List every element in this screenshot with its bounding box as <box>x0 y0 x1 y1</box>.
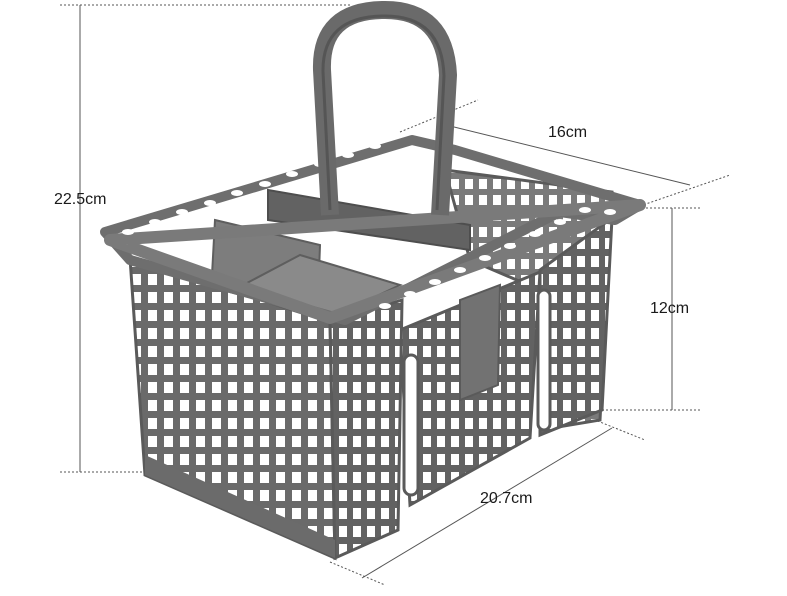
basket-handle <box>312 1 457 216</box>
width-guide-left <box>329 561 386 586</box>
basket-side-wall <box>328 297 404 561</box>
cutlery-basket <box>100 1 646 561</box>
front-slot <box>402 353 420 497</box>
width-label: 20.7cm <box>480 490 533 507</box>
basket-height-label: 12cm <box>650 300 690 317</box>
side-slot <box>536 288 552 432</box>
width-guide-right <box>589 417 646 441</box>
basket-bottom-rim <box>145 455 335 558</box>
center-plate <box>459 283 502 402</box>
width-dimension-line <box>361 427 613 579</box>
height-label: 22.5cm <box>54 191 107 208</box>
basket-handle-inner-edge <box>321 14 446 211</box>
depth-guide-right <box>639 174 731 207</box>
depth-label: 16cm <box>548 124 588 141</box>
dimension-lines <box>60 4 731 586</box>
depth-dimension-line <box>449 125 691 186</box>
basket-top-frame-front <box>104 199 646 324</box>
frame-holes <box>122 143 616 309</box>
